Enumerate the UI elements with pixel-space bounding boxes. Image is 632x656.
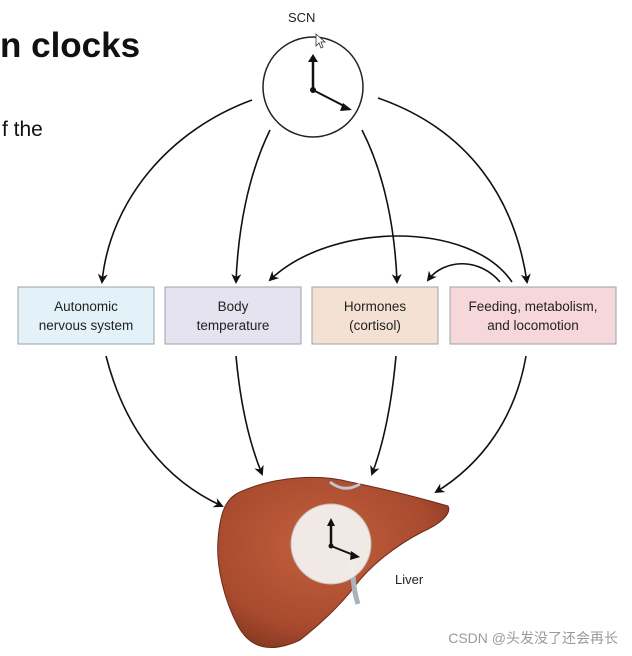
arrow-hormones-to-liver xyxy=(370,355,397,476)
arrow-scn-to-feeding xyxy=(377,97,531,284)
box-feeding xyxy=(449,286,617,345)
box-autonomic-label: Autonomic nervous system xyxy=(18,287,154,344)
box-hormones-label: Hormones (cortisol) xyxy=(312,287,438,344)
box-body-temperature xyxy=(164,286,302,345)
box-hormones-line1: Hormones xyxy=(343,298,407,314)
box-autonomic xyxy=(17,286,155,345)
scn-clock-icon xyxy=(262,36,364,138)
box-temperature-line1: Body xyxy=(217,298,249,314)
liver-clock-icon xyxy=(327,518,360,560)
arrow-feeding-to-temperature xyxy=(268,235,513,283)
box-feeding-label: Feeding, metabolism, and locomotion xyxy=(450,287,616,344)
slide-title: n clocks xyxy=(0,26,141,65)
box-feeding-line2: and locomotion xyxy=(487,317,579,333)
box-feeding-line1: Feeding, metabolism, xyxy=(468,298,598,314)
box-temperature-label: Body temperature xyxy=(165,287,301,344)
watermark: CSDN @头发没了还会再长 xyxy=(448,630,618,646)
arrow-autonomic-to-liver xyxy=(105,355,224,508)
slide-text-fragment: f the xyxy=(2,118,43,141)
box-autonomic-line1: Autonomic xyxy=(54,298,118,314)
box-autonomic-line2: nervous system xyxy=(38,317,134,333)
box-temperature-line2: temperature xyxy=(196,317,270,333)
arrow-feeding-to-liver xyxy=(434,355,527,494)
box-hormones xyxy=(311,286,439,345)
box-hormones-line2: (cortisol) xyxy=(349,317,401,333)
arrow-scn-to-temperature xyxy=(231,129,271,284)
arrow-scn-to-hormones xyxy=(361,129,402,284)
scn-label: SCN xyxy=(288,10,316,25)
arrow-scn-to-autonomic xyxy=(97,99,253,284)
mouse-cursor-icon xyxy=(315,33,327,49)
arrow-feeding-to-hormones xyxy=(426,262,501,283)
arrow-temperature-to-liver xyxy=(235,355,264,476)
liver-illustration xyxy=(217,476,450,648)
liver-label: Liver xyxy=(395,572,424,587)
